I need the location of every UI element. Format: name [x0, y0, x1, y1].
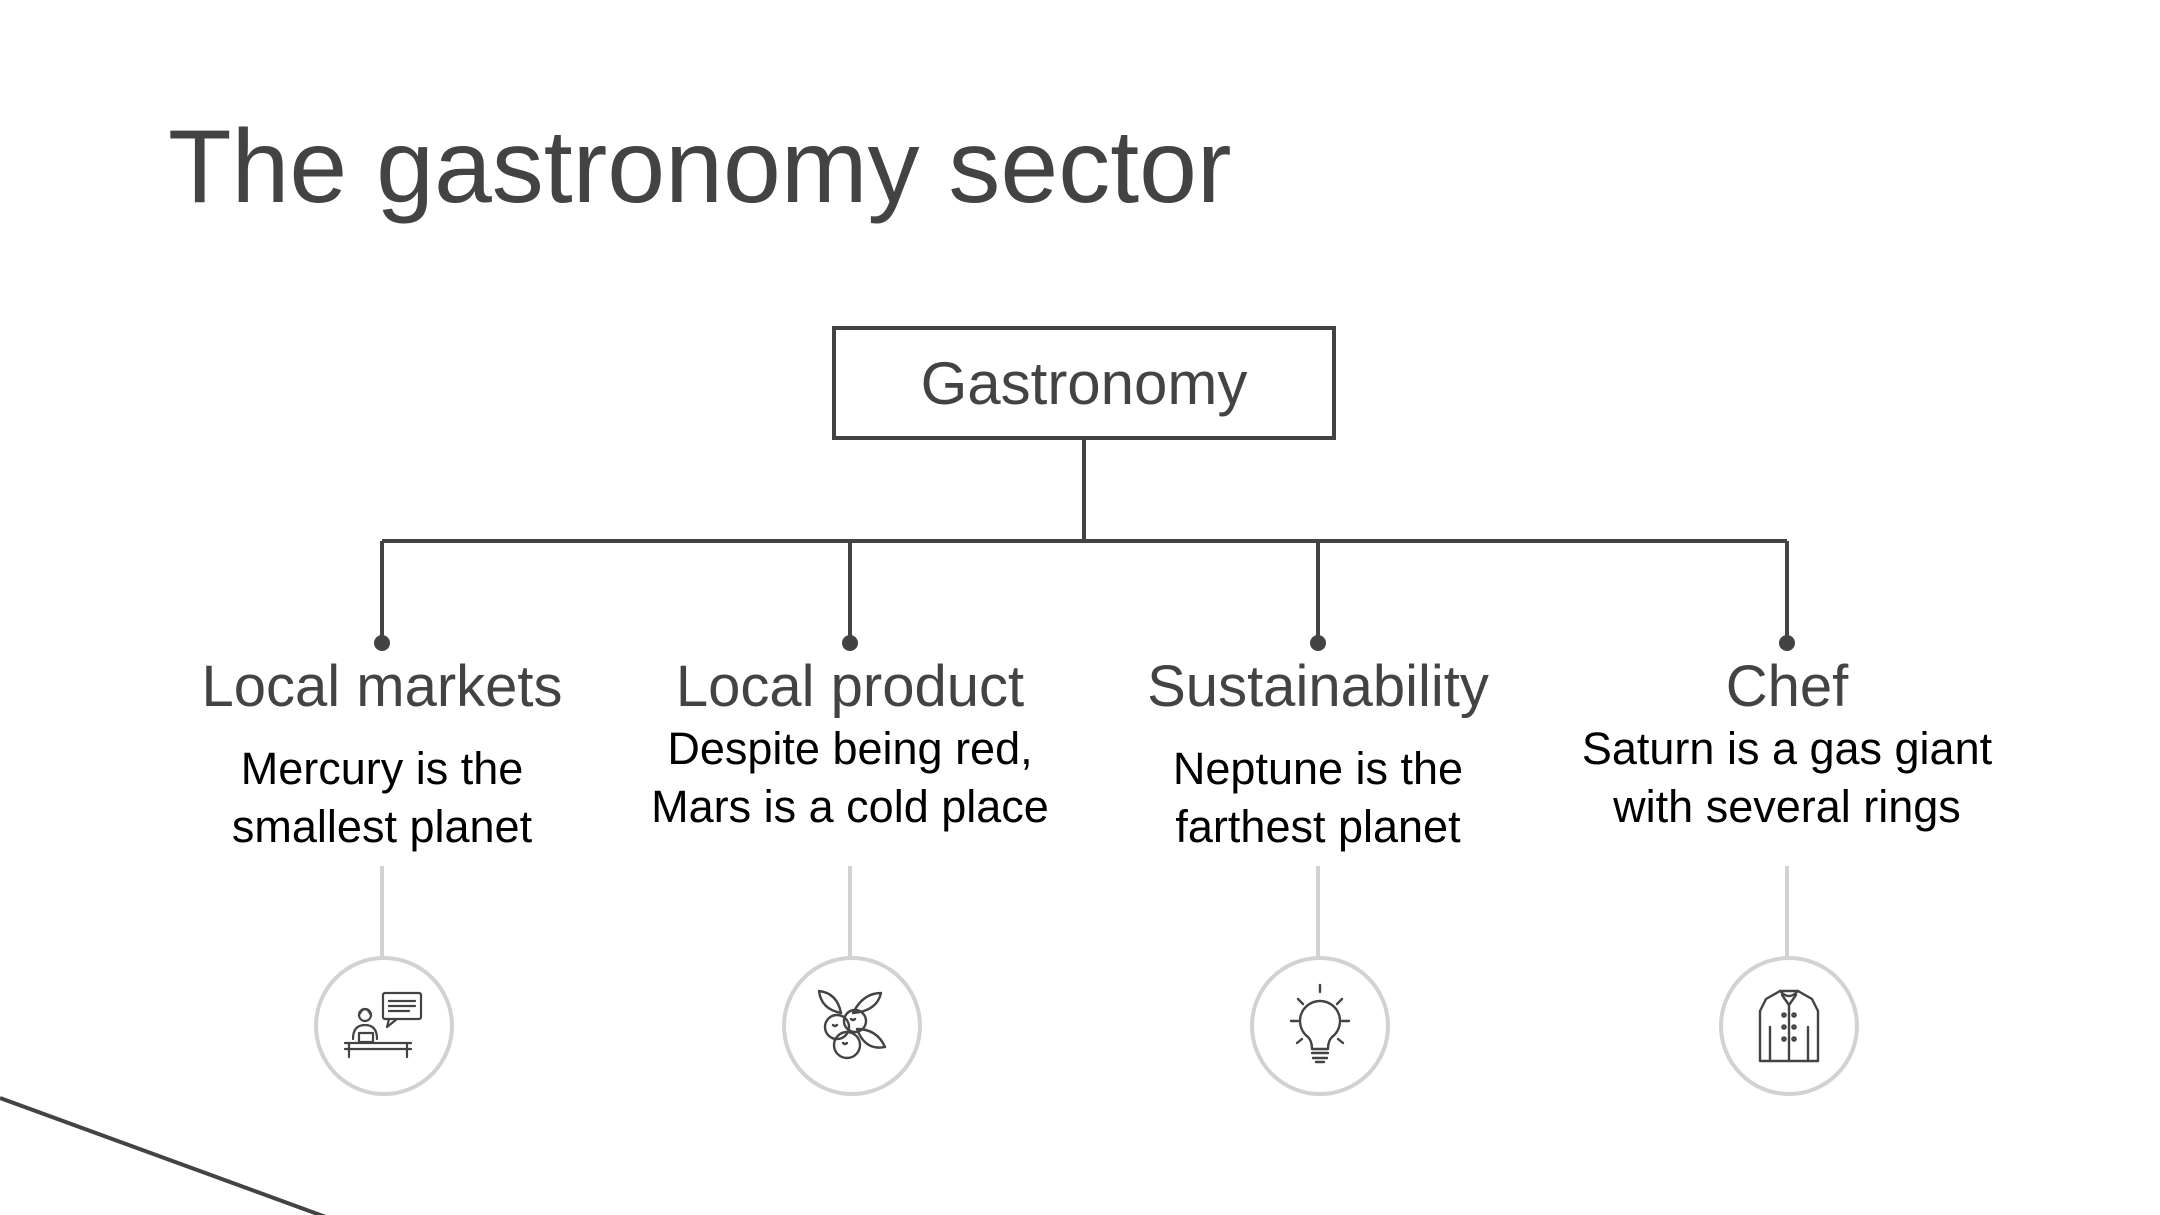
- market-vendor-icon: [343, 991, 423, 1059]
- root-node: Gastronomy: [832, 326, 1336, 440]
- item-description-chef: Saturn is a gas giant with several rings: [1581, 723, 1993, 832]
- item-heading-local-markets: Local markets: [201, 654, 563, 719]
- item-description-local-markets: Mercury is the smallest planet: [231, 743, 533, 852]
- branch-dot-4: [1779, 635, 1795, 651]
- root-node-label: Gastronomy: [920, 349, 1248, 417]
- item-description-sustainability: Neptune is the farthest planet: [1172, 743, 1464, 852]
- item-description-local-product: Despite being red, Mars is a cold place: [651, 723, 1049, 832]
- icon-circle-sustainability: [1250, 956, 1390, 1096]
- icon-circle-local-product: [782, 956, 922, 1096]
- chef-jacket-icon: [1758, 989, 1820, 1063]
- item-heading-local-product: Local product: [675, 654, 1025, 719]
- icon-circle-chef: [1719, 956, 1859, 1096]
- icon-circle-local-markets: [314, 956, 454, 1096]
- item-heading-chef: Chef: [1725, 654, 1849, 719]
- slide-title: The gastronomy sector: [168, 109, 1232, 225]
- decorative-diagonal-line: [0, 1096, 327, 1215]
- lightbulb-icon: [1289, 983, 1351, 1064]
- branch-dot-2: [842, 635, 858, 651]
- item-heading-sustainability: Sustainability: [1147, 654, 1489, 719]
- branch-dot-1: [374, 635, 390, 651]
- berries-icon: [817, 989, 887, 1060]
- branch-dot-3: [1310, 635, 1326, 651]
